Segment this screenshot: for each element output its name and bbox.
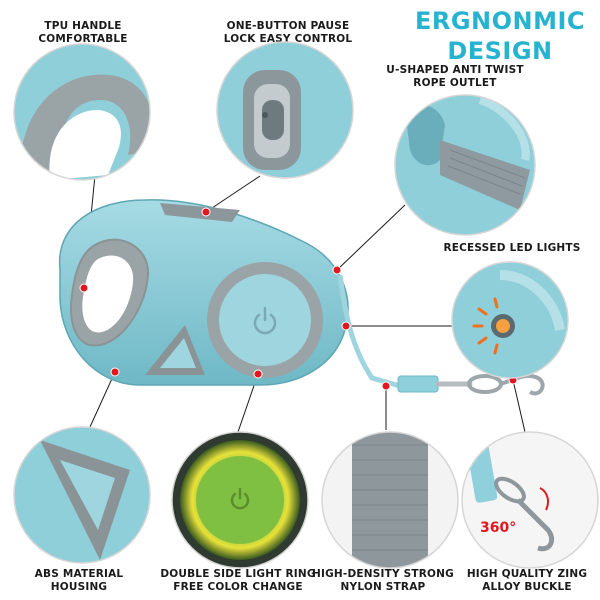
detail-led-lights — [451, 261, 569, 379]
detail-nylon-strap — [321, 431, 459, 569]
feature-markers — [79, 207, 518, 391]
label-abs-housing: ABS MATERIAL HOUSING — [14, 568, 144, 594]
detail-tpu-handle — [13, 43, 151, 181]
detail-abs-housing — [13, 426, 151, 564]
label-nylon-strap: HIGH-DENSITY STRONG NYLON STRAP — [308, 568, 458, 594]
detail-light-ring — [171, 431, 309, 569]
leash-device — [58, 199, 349, 386]
label-light-ring: DOUBLE SIDE LIGHT RING FREE COLOR CHANGE — [158, 568, 318, 594]
label-line: TPU HANDLE — [44, 20, 122, 32]
label-line: DOUBLE SIDE LIGHT RING — [160, 568, 316, 580]
label-line: U-SHAPED ANTI TWIST — [386, 64, 524, 76]
label-line: ONE-BUTTON PAUSE — [226, 20, 350, 32]
label-line: HIGH-DENSITY STRONG — [312, 568, 454, 580]
power-icon — [230, 487, 250, 510]
label-line: LOCK EASY CONTROL — [223, 33, 353, 45]
label-line: ALLOY BUCKLE — [482, 581, 572, 593]
label-alloy-buckle: HIGH QUALITY ZING ALLOY BUCKLE — [462, 568, 592, 594]
title-line-2: DESIGN — [447, 37, 553, 65]
title-line-1: ERGNONMIC — [414, 7, 586, 35]
leash-strap — [337, 274, 545, 396]
detail-alloy-buckle — [461, 431, 599, 569]
label-line: ROPE OUTLET — [413, 77, 497, 89]
label-line: HIGH QUALITY ZING — [466, 568, 588, 580]
detail-one-button — [216, 41, 354, 179]
led-glow-icon — [472, 297, 499, 355]
power-icon — [253, 306, 277, 335]
label-line: RECESSED LED LIGHTS — [443, 242, 581, 254]
label-line: NYLON STRAP — [340, 581, 426, 593]
label-one-button: ONE-BUTTON PAUSE LOCK EASY CONTROL — [208, 20, 368, 46]
label-line: HOUSING — [50, 581, 108, 593]
label-led-lights: RECESSED LED LIGHTS — [432, 242, 592, 255]
label-line: COMFORTABLE — [38, 33, 128, 45]
detail-rope-outlet — [394, 94, 536, 236]
label-line: ABS MATERIAL — [34, 568, 124, 580]
label-rope-outlet: U-SHAPED ANTI TWIST ROPE OUTLET — [380, 64, 530, 90]
rotation-badge: 360° — [480, 520, 516, 536]
label-tpu-handle: TPU HANDLE COMFORTABLE — [18, 20, 148, 46]
label-line: FREE COLOR CHANGE — [173, 581, 303, 593]
page-title: ERGNONMIC DESIGN — [410, 6, 590, 66]
